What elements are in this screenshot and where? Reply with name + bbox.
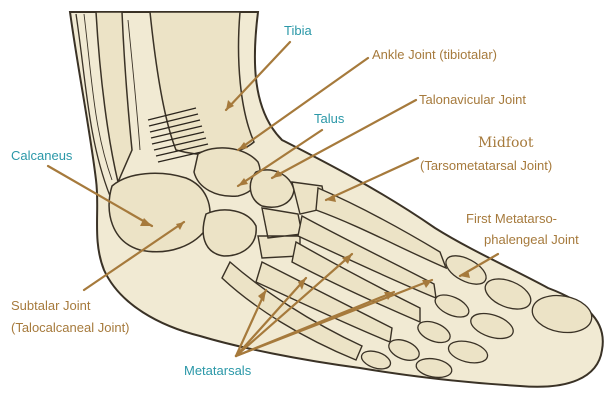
label-metatarsals: Metatarsals (184, 361, 251, 380)
label-subtalar-line1: Subtalar Joint (11, 296, 91, 315)
label-talonavicular-joint: Talonavicular Joint (419, 90, 526, 109)
label-tibia: Tibia (284, 21, 312, 40)
label-midfoot: Midfoot (478, 134, 533, 153)
label-talus: Talus (314, 109, 344, 128)
label-calcaneus: Calcaneus (11, 146, 72, 165)
label-ankle-joint: Ankle Joint (tibiotalar) (372, 45, 497, 64)
label-first-mtp-line2: phalengeal Joint (484, 230, 579, 249)
label-tarsometatarsal-joint: (Tarsometatarsal Joint) (420, 156, 552, 175)
label-first-mtp-line1: First Metatarso- (466, 209, 557, 228)
label-subtalar-line2: (Talocalcaneal Joint) (11, 318, 130, 337)
